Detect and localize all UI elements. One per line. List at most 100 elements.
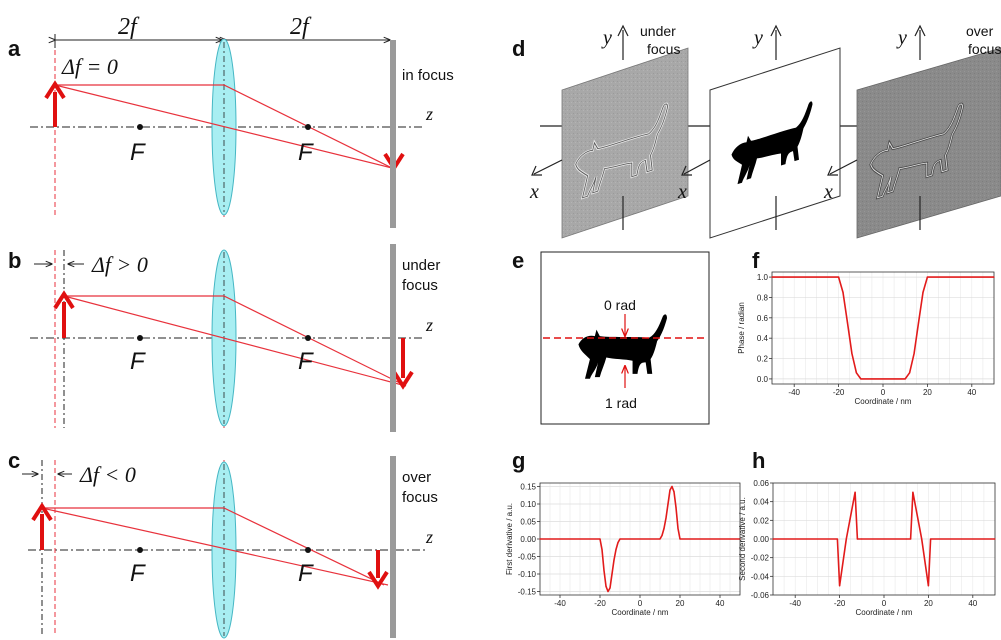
x-tick-label: -20 — [833, 388, 845, 397]
panel-d: d y x under focus y — [512, 23, 1001, 239]
screen-b — [390, 244, 396, 432]
data-point — [854, 491, 856, 493]
y-tick-label: 0.04 — [753, 498, 769, 507]
y-tick-label: 0.06 — [753, 479, 769, 488]
y-tick-label: -0.02 — [751, 554, 770, 563]
ray-parallel-c — [42, 507, 385, 586]
y-axis-label: Phase / radian — [737, 302, 746, 354]
data-point — [679, 538, 681, 540]
data-series-line — [773, 491, 995, 587]
y-axis-label-d2: y — [752, 27, 763, 49]
z-axis-label-b: z — [425, 315, 433, 335]
under-focus-line1: under — [640, 23, 676, 39]
panel-label-a: a — [8, 36, 21, 61]
x-tick-label: -20 — [594, 599, 606, 608]
data-point — [855, 372, 857, 374]
focus-status-c-line1: over — [402, 469, 431, 486]
y-tick-label: 0.4 — [757, 334, 769, 343]
panel-label-f: f — [752, 248, 760, 273]
focal-point-right-c — [305, 547, 311, 553]
y-tick-label: -0.06 — [751, 591, 770, 600]
data-series-line — [540, 485, 740, 593]
data-point — [539, 538, 541, 540]
data-point — [909, 372, 911, 374]
x-tick-label: 0 — [882, 599, 887, 608]
ray-center-a — [54, 84, 393, 169]
panel-label-g: g — [512, 448, 525, 473]
ray-center-b — [63, 295, 407, 387]
x-axis-label-d3: x — [823, 181, 833, 203]
y-tick-label: 0.2 — [757, 355, 769, 364]
data-point — [921, 538, 923, 540]
data-point — [615, 548, 617, 551]
x-tick-label: -40 — [554, 599, 566, 608]
data-point — [905, 538, 907, 540]
x-tick-label: 40 — [716, 599, 725, 608]
y-axis-label-d3: y — [896, 27, 907, 49]
focal-point-left-b — [137, 335, 143, 341]
y-tick-label: 0.00 — [753, 535, 769, 544]
screen-a — [390, 40, 396, 228]
focal-point-left-a — [137, 124, 143, 130]
data-point — [842, 291, 844, 293]
focal-label-left-a: F — [130, 139, 146, 166]
screen-c — [390, 456, 396, 638]
data-point — [846, 322, 849, 324]
z-axis-label-c: z — [425, 527, 433, 547]
data-point — [675, 506, 677, 509]
y-axis-label: First derivative / a.u. — [505, 503, 514, 575]
data-point — [739, 538, 741, 540]
one-rad-label: 1 rad — [605, 395, 637, 411]
data-point — [611, 573, 613, 575]
ray-parallel-a — [55, 84, 393, 169]
data-point — [912, 491, 914, 493]
screen-under-focus: y x under focus — [529, 23, 689, 239]
panel-label-b: b — [8, 248, 21, 273]
data-point — [619, 538, 621, 540]
data-point — [917, 322, 920, 324]
focal-label-left-c: F — [130, 560, 146, 587]
dimension-label-right: 2f — [290, 14, 312, 40]
ray-center-c — [41, 507, 389, 586]
y-tick-label: -0.05 — [518, 553, 537, 562]
data-point — [910, 538, 912, 540]
screen-over-focus: y x over focus — [823, 23, 1001, 239]
y-axis-label: Second derivative / a.u. — [738, 497, 747, 581]
data-point — [838, 276, 840, 278]
y-tick-label: 0.6 — [757, 314, 769, 323]
data-point — [839, 585, 841, 587]
data-series-line — [772, 276, 994, 380]
x-tick-label: -40 — [788, 388, 800, 397]
z-axis-label-a: z — [425, 104, 433, 124]
data-point — [845, 538, 847, 540]
data-point — [851, 352, 853, 355]
focal-label-right-c: F — [298, 560, 314, 587]
delta-f-label-a: Δf = 0 — [61, 54, 118, 79]
data-point — [930, 538, 932, 540]
y-tick-label: 1.0 — [757, 273, 769, 282]
data-point — [613, 559, 615, 561]
data-point — [663, 527, 665, 530]
y-tick-label: -0.15 — [518, 588, 537, 597]
y-tick-label: -0.10 — [518, 570, 537, 579]
y-tick-label: -0.04 — [751, 572, 770, 581]
data-point — [913, 352, 915, 355]
dimension-label-left: 2f — [118, 14, 140, 40]
focus-status-b-line1: under — [402, 257, 440, 274]
y-tick-label: 0.0 — [757, 375, 769, 384]
data-point — [669, 489, 671, 491]
data-point — [861, 538, 863, 540]
y-axis-label-d1: y — [601, 27, 612, 49]
data-point — [860, 378, 862, 380]
focal-point-left-c — [137, 547, 143, 553]
data-point — [665, 517, 667, 519]
zero-rad-label: 0 rad — [604, 297, 636, 313]
data-point — [659, 538, 661, 540]
data-point — [926, 276, 929, 278]
panel-label-h: h — [752, 448, 765, 473]
panel-label-e: e — [512, 248, 524, 273]
x-tick-label: 20 — [924, 599, 933, 608]
focus-status-a: in focus — [402, 67, 454, 84]
